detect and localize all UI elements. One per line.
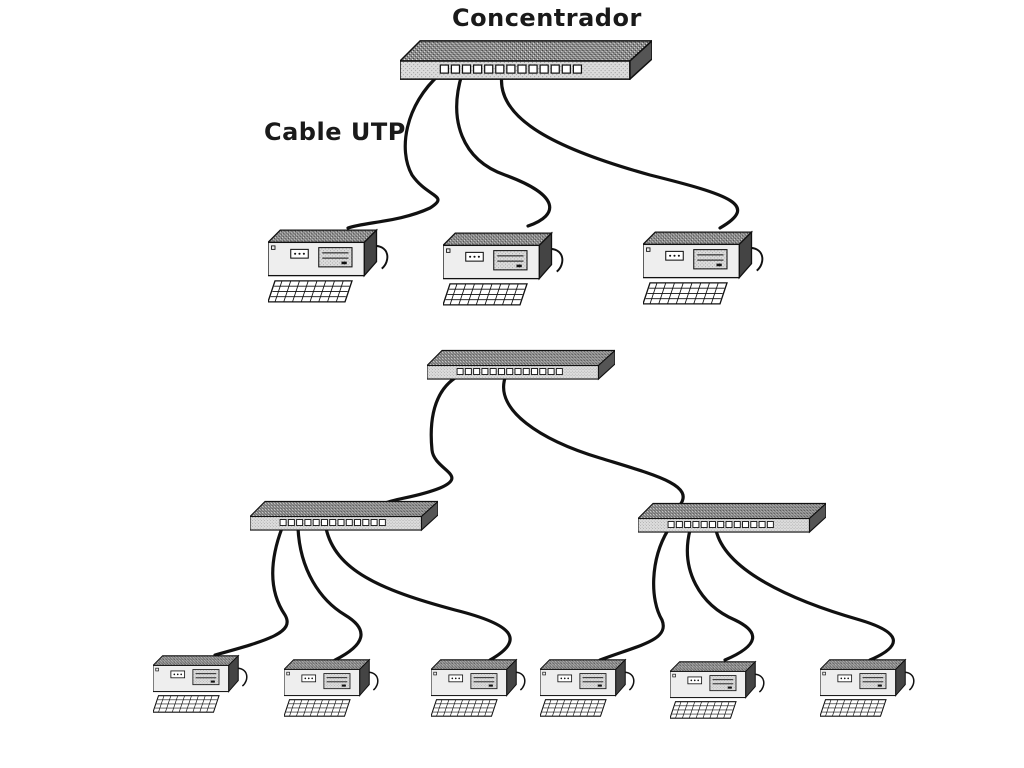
cable-root-left (378, 376, 457, 507)
cable-left-3 (324, 526, 512, 662)
cable-top-3 (499, 72, 740, 230)
computer-bottom-4 (540, 658, 635, 718)
cable-right-2 (685, 528, 755, 662)
computer-bottom-2 (284, 658, 379, 718)
computer-top-2 (443, 232, 564, 306)
cable-left-2 (296, 526, 363, 662)
computer-bottom-6 (820, 658, 915, 718)
cable-right-1 (598, 528, 670, 662)
cable-utp-label: Cable UTP (264, 118, 406, 146)
cable-top-2 (455, 72, 552, 228)
hub-bottom-right (638, 502, 826, 533)
computer-bottom-1 (153, 654, 248, 714)
computer-top-3 (643, 231, 764, 305)
computer-bottom-5 (670, 660, 765, 720)
hub-bottom-root (427, 349, 615, 380)
hub-bottom-left (250, 500, 438, 531)
computer-bottom-3 (431, 658, 526, 718)
cable-top-1 (346, 72, 442, 230)
cables (213, 72, 895, 662)
cable-right-3 (714, 528, 895, 662)
concentrator-label: Concentrador (452, 4, 642, 32)
cable-left-1 (213, 526, 289, 657)
computer-top-1 (268, 229, 389, 303)
hub-top (400, 40, 652, 80)
cable-root-right (502, 376, 685, 507)
